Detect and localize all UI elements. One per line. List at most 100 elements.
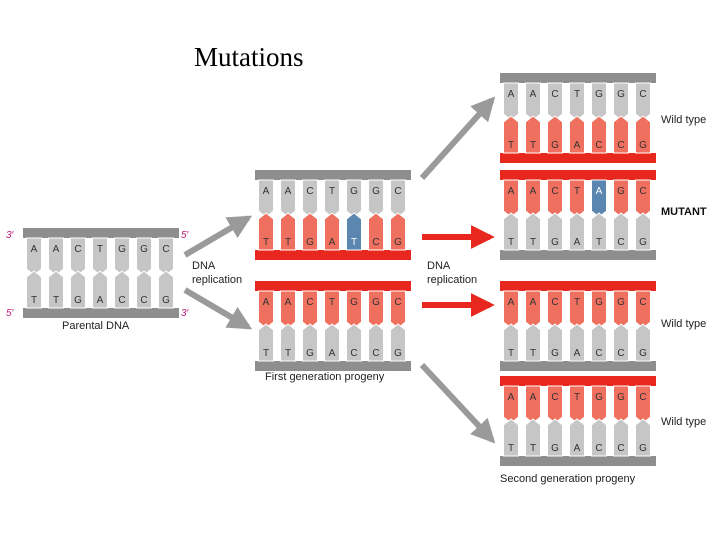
bottom-base [547,212,563,251]
top-base-letter: A [530,392,537,403]
bottom-base-letter: T [508,140,514,151]
top-base [635,82,651,121]
first-gen-label: First generation progeny [265,371,385,383]
top-base-letter: T [574,392,580,403]
bottom-base-letter: A [329,348,336,359]
bottom-base [26,270,42,309]
top-base [635,385,651,424]
parental-dna-label: Parental DNA [62,320,130,332]
bottom-base-letter: T [530,348,536,359]
top-base-letter: A [508,392,515,403]
bottom-base [368,212,384,251]
bottom-base [346,323,362,362]
bottom-base [569,115,585,154]
bottom-base [503,212,519,251]
top-base-letter: G [350,186,358,197]
top-base [92,237,108,276]
top-base [569,385,585,424]
bottom-backbone [500,361,656,371]
top-base [368,290,384,329]
bottom-backbone [500,250,656,260]
bottom-base [547,115,563,154]
bottom-base [569,418,585,457]
bottom-base-letter: C [350,348,357,359]
bottom-base-letter: G [551,443,559,454]
bottom-base [503,323,519,362]
top-base [525,385,541,424]
bottom-base-letter: T [596,237,602,248]
top-base-letter: A [508,186,515,197]
top-base-letter: C [639,392,646,403]
bottom-base [635,323,651,362]
top-backbone [500,170,656,180]
top-base [346,179,362,218]
bottom-base-letter: T [285,348,291,359]
bottom-base-letter: C [372,237,379,248]
top-base [324,290,340,329]
bottom-base-letter: T [263,237,269,248]
bottom-base [525,323,541,362]
top-base [525,179,541,218]
bottom-base-letter: T [351,237,357,248]
top-base [547,290,563,329]
parental-right-bottom-end: 3′ [181,308,190,319]
top-base [503,385,519,424]
top-base [569,82,585,121]
bottom-base [591,323,607,362]
bottom-base [280,212,296,251]
bottom-backbone [23,308,179,318]
bottom-base-letter: C [617,348,624,359]
bottom-backbone [255,250,411,260]
top-base-letter: A [596,186,603,197]
top-base-letter: A [31,244,38,255]
top-base [390,179,406,218]
top-base-letter: C [639,297,646,308]
bottom-base-letter: A [329,237,336,248]
wild-type-label-2: Wild type [661,318,706,330]
top-base [591,385,607,424]
top-base [368,179,384,218]
top-base-letter: C [394,186,401,197]
bottom-backbone [500,153,656,163]
top-base [591,82,607,121]
top-base-letter: G [595,392,603,403]
arrow-parental-to-upper [183,215,253,258]
top-backbone [500,73,656,83]
top-base-letter: T [329,186,335,197]
top-backbone [255,170,411,180]
top-base-letter: C [639,89,646,100]
top-base-letter: T [574,89,580,100]
parental-right-top-end: 5′ [181,230,190,241]
bottom-base [591,115,607,154]
top-base [48,237,64,276]
bottom-base-letter: G [639,348,647,359]
top-base-letter: G [617,186,625,197]
wild-type-label-3: Wild type [661,416,706,428]
top-base-letter: A [530,89,537,100]
top-base-letter: C [306,297,313,308]
bottom-base-letter: G [162,295,170,306]
replication-1-label-line2: replication [192,274,242,286]
top-backbone [500,376,656,386]
top-base [346,290,362,329]
top-base [635,179,651,218]
replication-2-label-line2: replication [427,274,477,286]
bottom-base [635,418,651,457]
top-base [114,237,130,276]
replication-2-label-line1: DNA [427,260,451,272]
bottom-base-letter: A [97,295,104,306]
bottom-base-letter: T [53,295,59,306]
bottom-base-letter: A [574,443,581,454]
top-base-letter: C [551,89,558,100]
top-base-letter: C [162,244,169,255]
top-base-letter: T [574,186,580,197]
bottom-base [390,212,406,251]
bottom-base-letter: T [263,348,269,359]
bottom-base-letter: G [639,443,647,454]
top-base-letter: G [350,297,358,308]
arrow-lower-to-gen2-4 [419,362,496,444]
top-base [613,385,629,424]
